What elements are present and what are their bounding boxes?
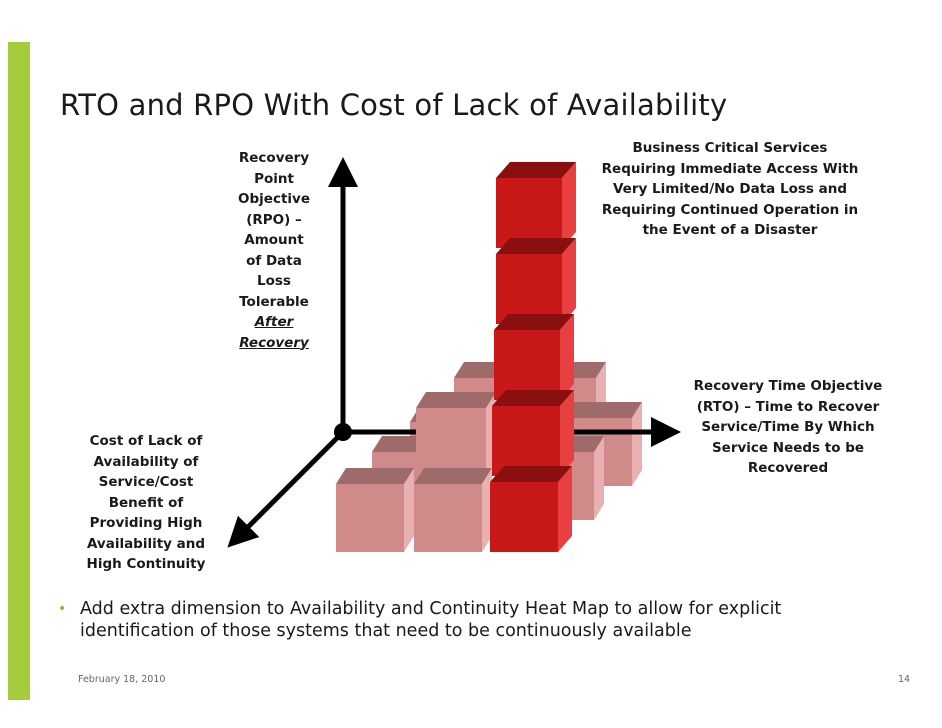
cost-label-line: Cost of Lack of [89,433,203,449]
rpo-label-line: Recovery [238,150,310,166]
red-cube [494,314,574,400]
rpo-label-line: of Data [246,252,302,269]
cost-label-line: Service/Cost [98,474,194,490]
rpo-label: Recovery Point Objective (RPO) – Amount … [222,148,326,353]
rpo-label-line: Loss [257,273,291,289]
critical-label-line: the Event of a Disaster [642,222,818,238]
pink-cube [416,392,496,476]
rpo-label-line: Amount [244,232,304,248]
cost-label-line: Benefit of [108,494,184,511]
rpo-label-line: Tolerable [239,293,309,310]
cost-label: Cost of Lack of Availability of Service/… [78,431,214,575]
cost-label-line: Availability of [93,453,199,470]
red-cube [490,466,572,552]
red-cube [492,390,574,476]
critical-label-line: Very Limited/No Data Loss and [612,181,848,197]
rto-label-line: Recovery Time Objective [693,378,883,394]
rpo-label-line: Point [254,170,294,187]
critical-services-label: Business Critical Services Requiring Imm… [590,138,870,241]
cost-label-line: High Continuity [86,556,206,572]
rto-label-line: Service Needs to be [711,439,865,456]
pink-cube [414,468,492,552]
footer-date: February 18, 2010 [78,674,166,685]
rpo-label-line: (RPO) – [246,211,302,228]
rpo-label-after: After [254,314,294,330]
bullet-dot-icon: • [58,601,67,617]
rpo-label-line: Objective [238,191,310,207]
critical-label-line: Requiring Continued Operation in [601,201,859,218]
critical-label-line: Business Critical Services [632,140,828,156]
rto-label: Recovery Time Objective (RTO) – Time to … [684,376,892,479]
slide-title: RTO and RPO With Cost of Lack of Availab… [60,88,728,122]
page-number: 14 [898,674,911,685]
red-cube [496,238,576,324]
pink-cube [336,468,414,552]
rpo-label-recovery: Recovery [239,334,309,351]
critical-label-line: Requiring Immediate Access With [601,160,859,177]
bullet-text: Add extra dimension to Availability and … [80,599,782,641]
cost-label-line: Availability and [86,535,206,552]
cost-label-line: Providing High [89,515,203,531]
red-cube [496,162,576,248]
accent-bar [8,42,30,700]
rto-label-line: Recovered [747,460,829,476]
axis-origin [334,423,352,441]
cost-axis-arrow [227,430,345,548]
rto-label-line: (RTO) – Time to Recover [696,398,880,415]
rto-label-line: Service/Time By Which [701,419,875,435]
